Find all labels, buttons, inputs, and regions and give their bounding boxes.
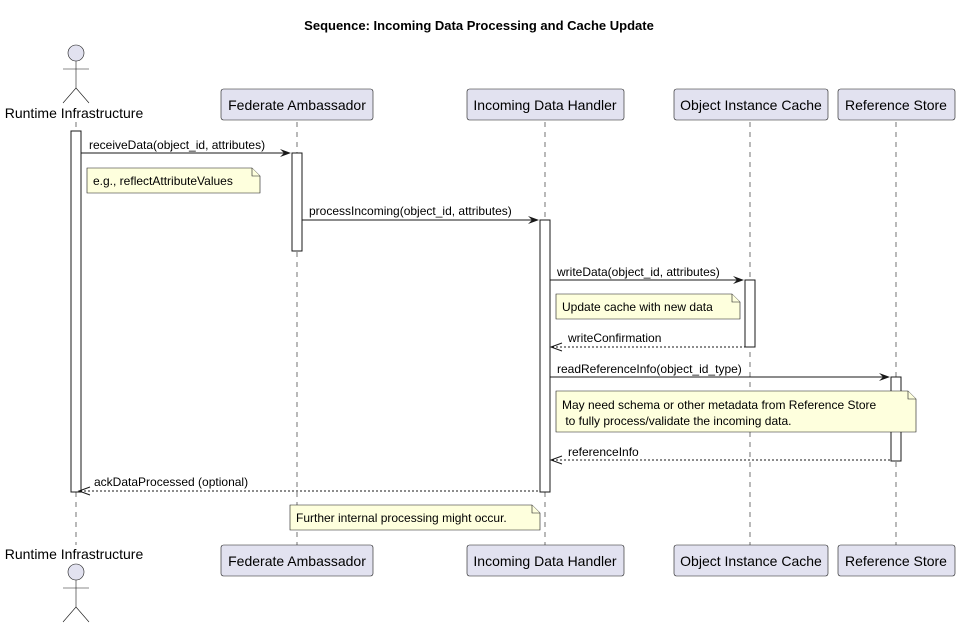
- message-label: writeData(object_id, attributes): [556, 265, 720, 279]
- participant-label-handler-top: Incoming Data Handler: [473, 97, 617, 113]
- message-process-incoming: processIncoming(object_id, attributes): [302, 204, 539, 224]
- note-text: e.g., reflectAttributeValues: [93, 174, 233, 188]
- actor-head-icon: [67, 44, 85, 62]
- message-ack-data-processed: ackDataProcessed (optional): [77, 475, 540, 496]
- open-arrowhead-icon: [549, 455, 563, 465]
- note-text-line-1: May need schema or other metadata from R…: [562, 398, 876, 412]
- participant-label-cache-bottom: Object Instance Cache: [680, 553, 822, 569]
- message-read-reference-info: readReferenceInfo(object_id_type): [550, 362, 890, 381]
- bottom-heads: Runtime Infrastructure Federate Ambassad…: [5, 544, 956, 623]
- message-label: ackDataProcessed (optional): [94, 475, 248, 489]
- message-reference-info: referenceInfo: [549, 445, 891, 465]
- message-write-confirmation: writeConfirmation: [549, 331, 745, 352]
- participant-handler-top: Incoming Data Handler: [466, 88, 625, 121]
- participant-label-store-top: Reference Store: [845, 97, 947, 113]
- participant-store-top: Reference Store: [837, 88, 956, 121]
- note-text: Further internal processing might occur.: [296, 511, 507, 525]
- arrowhead-icon: [528, 216, 539, 224]
- note-update-cache: Update cache with new data: [555, 293, 741, 320]
- participant-label-runtime-top: Runtime Infrastructure: [5, 105, 144, 121]
- open-arrowhead-icon: [77, 486, 91, 496]
- activation-cache: [744, 279, 756, 348]
- actor-runtime-top: Runtime Infrastructure: [5, 44, 144, 121]
- actor-runtime-bottom: Runtime Infrastructure: [5, 546, 144, 623]
- participant-label-runtime-bottom: Runtime Infrastructure: [5, 546, 144, 562]
- participant-label-ambassador-bottom: Federate Ambassador: [228, 553, 366, 569]
- participant-label-store-bottom: Reference Store: [845, 553, 947, 569]
- participant-cache-top: Object Instance Cache: [673, 88, 829, 121]
- arrowhead-icon: [733, 276, 744, 284]
- diagram-title: Sequence: Incoming Data Processing and C…: [304, 18, 654, 33]
- message-label: receiveData(object_id, attributes): [89, 138, 265, 152]
- arrowhead-icon: [280, 149, 291, 157]
- participant-label-cache-top: Object Instance Cache: [680, 97, 822, 113]
- messages: receiveData(object_id, attributes) proce…: [77, 138, 891, 496]
- participant-ambassador-bottom: Federate Ambassador: [220, 544, 374, 577]
- message-label: readReferenceInfo(object_id_type): [557, 362, 742, 376]
- participant-store-bottom: Reference Store: [837, 544, 956, 577]
- open-arrowhead-icon: [549, 342, 563, 352]
- message-write-data: writeData(object_id, attributes): [550, 265, 744, 284]
- arrowhead-icon: [879, 373, 890, 381]
- message-label: referenceInfo: [568, 445, 639, 459]
- message-label: writeConfirmation: [567, 331, 661, 345]
- participant-cache-bottom: Object Instance Cache: [673, 544, 829, 577]
- notes: e.g., reflectAttributeValues Update cach…: [86, 167, 917, 531]
- activation-ambassador: [291, 152, 303, 252]
- note-schema-metadata: May need schema or other metadata from R…: [555, 390, 917, 433]
- participant-ambassador-top: Federate Ambassador: [220, 88, 374, 121]
- activation-handler: [539, 219, 551, 493]
- note-text-line-2: to fully process/validate the incoming d…: [562, 414, 791, 428]
- top-heads: Runtime Infrastructure Federate Ambassad…: [5, 44, 956, 121]
- participant-handler-bottom: Incoming Data Handler: [466, 544, 625, 577]
- activation-runtime: [70, 130, 82, 493]
- note-further-processing: Further internal processing might occur.: [289, 504, 541, 531]
- participant-label-ambassador-top: Federate Ambassador: [228, 97, 366, 113]
- participant-label-handler-bottom: Incoming Data Handler: [473, 553, 617, 569]
- message-receive-data: receiveData(object_id, attributes): [81, 138, 291, 157]
- note-text: Update cache with new data: [562, 300, 713, 314]
- note-reflect-attribute-values: e.g., reflectAttributeValues: [86, 167, 261, 194]
- message-label: processIncoming(object_id, attributes): [309, 204, 512, 218]
- actor-head-icon: [67, 563, 85, 581]
